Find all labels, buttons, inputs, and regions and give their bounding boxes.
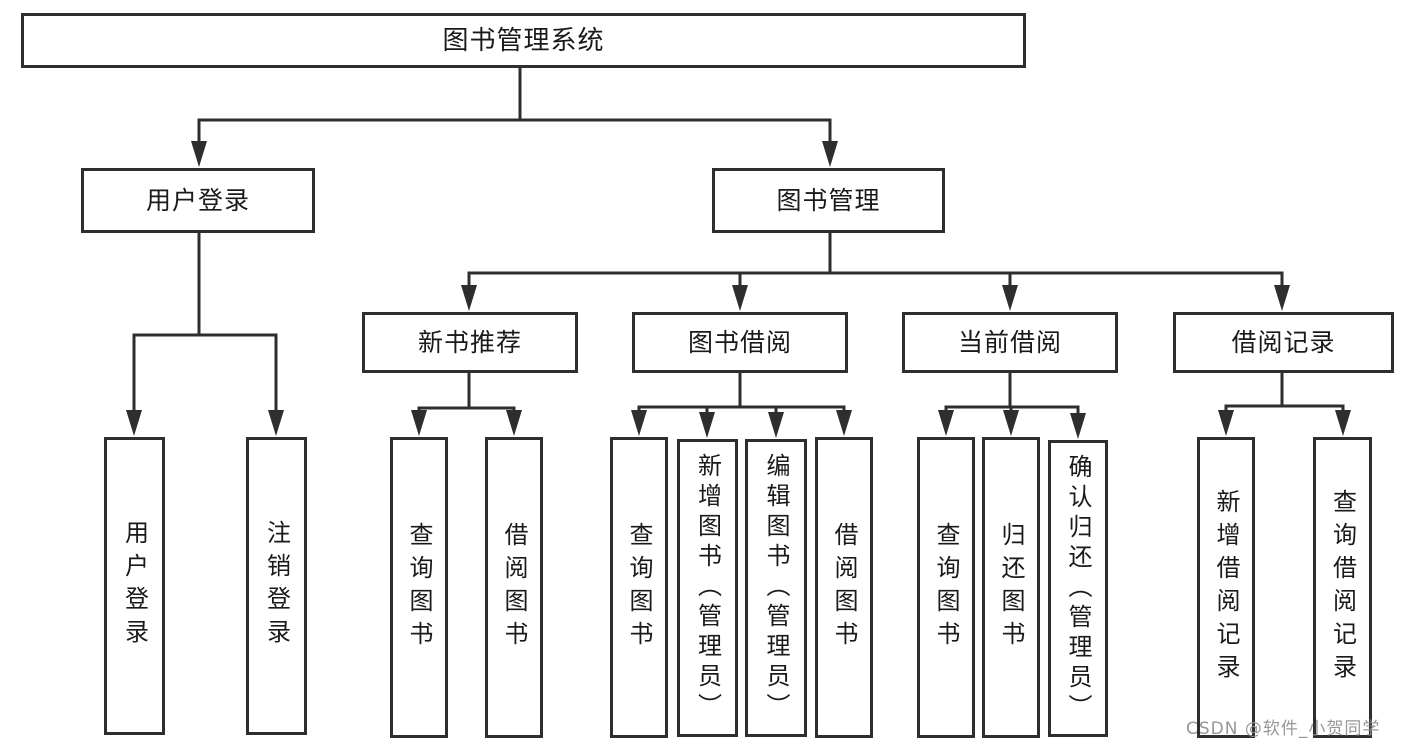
leaf-label: 查询图书 — [932, 521, 960, 654]
arrowheads — [126, 141, 1351, 439]
leaf-label: 归还图书 — [997, 521, 1025, 654]
leaf-label: 查询借阅记录 — [1328, 488, 1357, 687]
leaf-label: 借阅图书 — [830, 521, 858, 654]
leaf-query-borrow-record: 查询借阅记录 — [1313, 437, 1372, 738]
leaf-logout: 注销登录 — [246, 437, 307, 735]
node-current-borrow: 当前借阅 — [902, 312, 1118, 373]
leaf-label: 查询图书 — [625, 521, 653, 654]
leaf-label: 借阅图书 — [500, 521, 528, 654]
leaf-label: 编辑图书（管理员） — [762, 453, 790, 723]
leaf-label: 新增借阅记录 — [1212, 488, 1240, 687]
leaf-label: 确认归还（管理员） — [1064, 453, 1092, 724]
leaf-borrow-books: 借阅图书 — [815, 437, 873, 738]
leaf-label: 注销登录 — [262, 520, 291, 652]
leaf-add-borrow-record: 新增借阅记录 — [1197, 437, 1255, 738]
leaf-query-books: 查询图书 — [917, 437, 975, 738]
node-book-management: 图书管理 — [712, 168, 945, 233]
leaf-borrow-books: 借阅图书 — [485, 437, 543, 738]
connector-stems — [132, 66, 1345, 424]
csdn-watermark: CSDN @软件_小贺同学 — [1186, 719, 1381, 739]
leaf-return-books: 归还图书 — [982, 437, 1040, 738]
leaf-label: 新增图书（管理员） — [693, 453, 722, 723]
leaf-query-books: 查询图书 — [610, 437, 668, 738]
node-new-book-recommend: 新书推荐 — [362, 312, 578, 373]
leaf-query-books: 查询图书 — [390, 437, 448, 738]
node-root: 图书管理系统 — [21, 13, 1026, 68]
leaf-label: 查询图书 — [405, 521, 433, 654]
node-user-login: 用户登录 — [81, 168, 315, 233]
leaf-add-book-admin: 新增图书（管理员） — [677, 439, 738, 737]
node-borrow-records: 借阅记录 — [1173, 312, 1394, 373]
leaf-confirm-return-admin: 确认归还（管理员） — [1048, 440, 1108, 737]
node-book-borrow: 图书借阅 — [632, 312, 848, 373]
leaf-user-login: 用户登录 — [104, 437, 165, 735]
leaf-edit-book-admin: 编辑图书（管理员） — [745, 439, 807, 737]
leaf-label: 用户登录 — [120, 520, 149, 652]
